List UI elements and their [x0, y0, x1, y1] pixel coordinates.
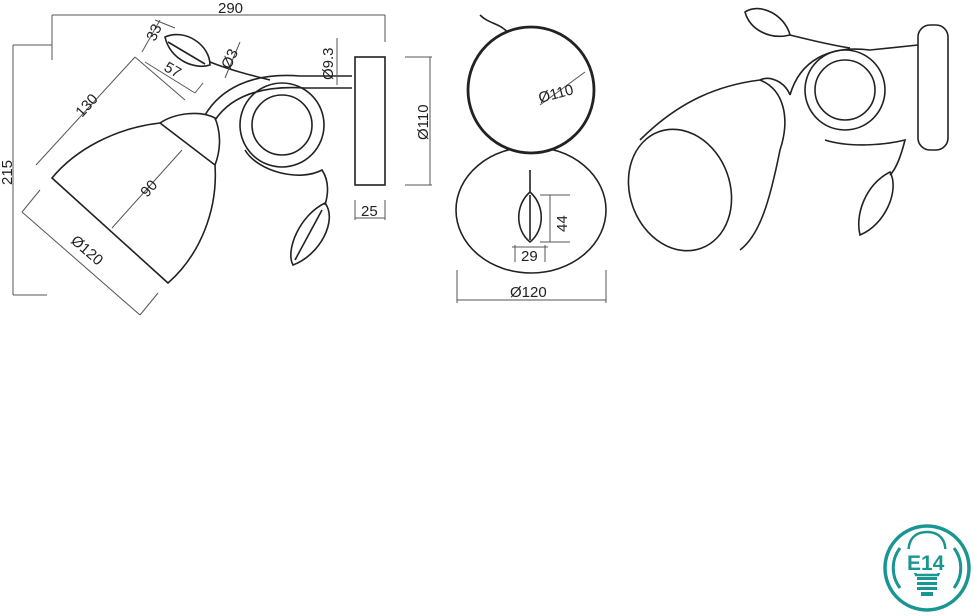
label-33: 33 [143, 21, 165, 43]
label-44: 44 [554, 215, 571, 232]
label-d9-3: Ø9.3 [320, 47, 337, 80]
leaf-front [518, 170, 542, 244]
front-view: Ø110 44 29 Ø120 [455, 14, 607, 303]
label-d3: Ø3 [218, 46, 242, 71]
label-d120: Ø120 [67, 232, 106, 269]
leaf-top: 33 57 Ø3 [141, 19, 271, 94]
dim-overall-width: 290 [51, 0, 386, 60]
socket-label: E14 [907, 552, 945, 575]
dim-shade-diameter: Ø120 [21, 189, 159, 316]
side-view: 290 215 130 90 Ø120 [0, 0, 432, 316]
backplate-side: Ø110 25 [354, 56, 432, 220]
lamp-shade-side [50, 112, 221, 285]
e14-socket-icon: E14 [883, 524, 971, 612]
label-130: 130 [72, 91, 101, 121]
label-29: 29 [521, 248, 538, 265]
label-57: 57 [161, 59, 184, 82]
label-d110: Ø110 [415, 104, 432, 140]
perspective-view [627, 7, 949, 252]
label-90: 90 [137, 177, 161, 201]
dim-overall-height: 215 [0, 44, 52, 296]
arm-coil: Ø9.3 [204, 38, 352, 206]
label-215: 215 [0, 160, 16, 185]
leaf-bottom [290, 201, 331, 266]
label-front-d120: Ø120 [510, 284, 547, 301]
backplate-front [466, 25, 596, 155]
label-290: 290 [218, 0, 243, 17]
label-25: 25 [361, 203, 378, 220]
